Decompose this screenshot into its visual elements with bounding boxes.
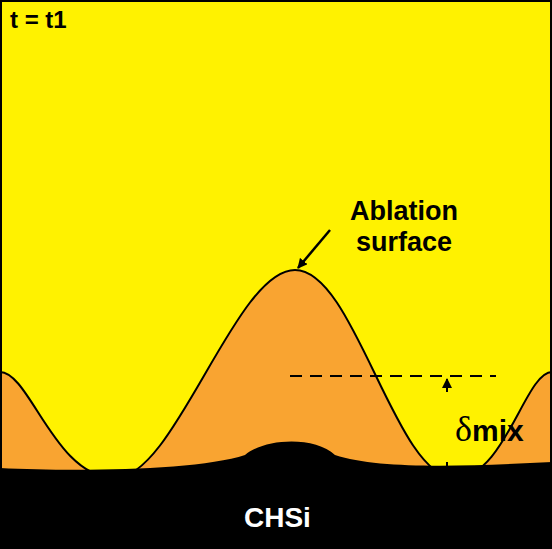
leader-arrow <box>298 230 330 268</box>
chsi-layer <box>0 441 552 549</box>
dimension-arrow <box>446 379 448 392</box>
material-band: CHSi <box>244 502 311 534</box>
ablated-layer <box>0 270 552 549</box>
material-label: CHSi <box>244 502 311 534</box>
dashed-line <box>290 375 496 377</box>
time-label: t = t1 <box>10 6 67 34</box>
delta-mix-label: δmix <box>455 408 524 450</box>
ablation-label: Ablation surface <box>319 196 489 258</box>
dimension-arrow <box>446 462 448 476</box>
